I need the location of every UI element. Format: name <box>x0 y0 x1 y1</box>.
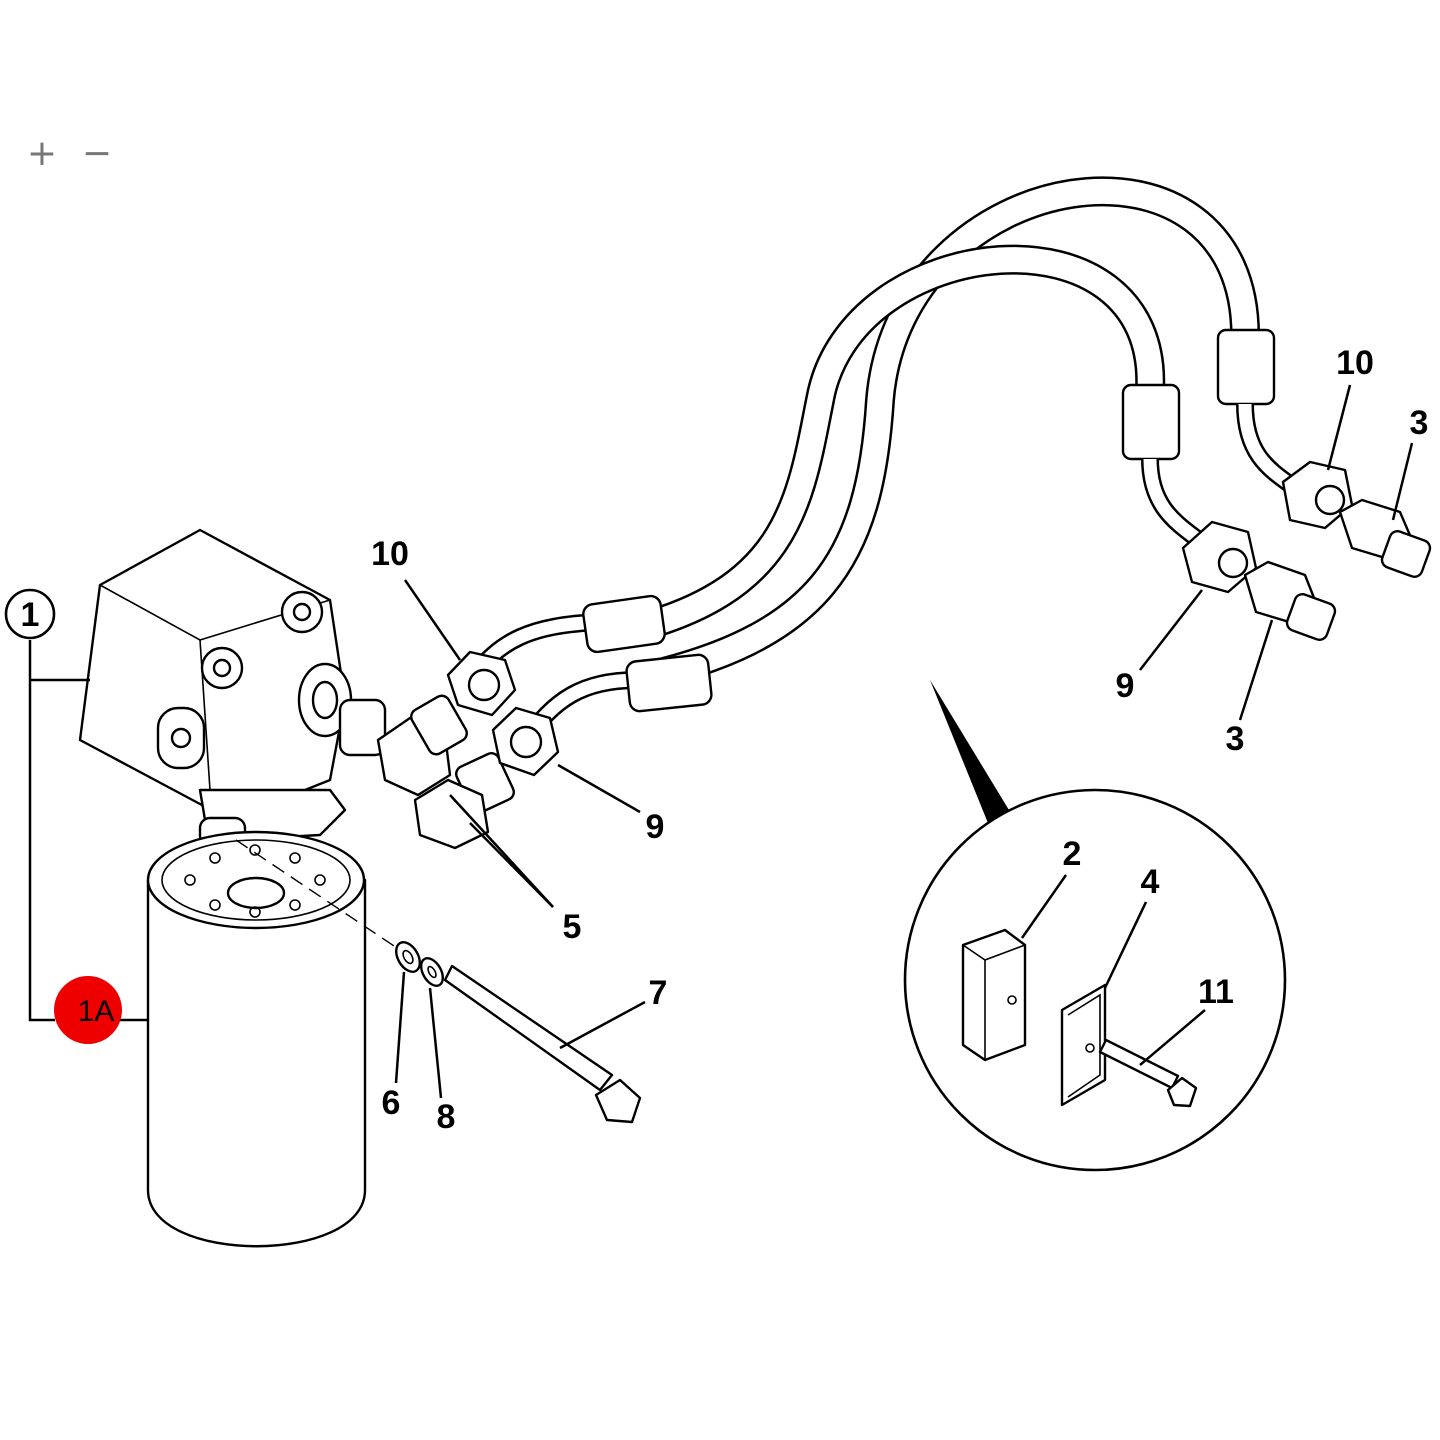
callout-labels: 1 1A 10 9 5 7 6 8 10 3 9 3 2 4 11 <box>4 344 1429 1136</box>
callout-4[interactable]: 4 <box>1141 863 1160 901</box>
callout-10-left[interactable]: 10 <box>371 535 409 573</box>
leader-lines <box>28 384 1414 1099</box>
callout-7[interactable]: 7 <box>649 974 668 1012</box>
callout-5[interactable]: 5 <box>563 908 582 946</box>
callout-10-right[interactable]: 10 <box>1336 344 1374 382</box>
zoom-out-button[interactable]: − <box>75 132 119 176</box>
filter-head <box>78 528 353 848</box>
zoom-in-button[interactable]: + <box>20 132 64 176</box>
callout-3-lower[interactable]: 3 <box>1226 720 1245 758</box>
callout-8[interactable]: 8 <box>437 1098 456 1136</box>
callout-1[interactable]: 1 <box>21 596 40 634</box>
clamp-detail-inset <box>903 680 1287 1172</box>
callout-9-left[interactable]: 9 <box>646 808 665 846</box>
filter-canister <box>146 830 367 1248</box>
right-fittings <box>1181 460 1432 641</box>
callout-2[interactable]: 2 <box>1063 835 1082 873</box>
connector-block <box>338 650 560 850</box>
callout-3-upper[interactable]: 3 <box>1410 404 1429 442</box>
callout-1-circle <box>4 588 56 640</box>
callout-1a-highlight <box>54 976 122 1044</box>
callout-11[interactable]: 11 <box>1198 973 1234 1011</box>
callout-1a[interactable]: 1A <box>78 995 115 1028</box>
callout-6[interactable]: 6 <box>382 1084 401 1122</box>
washers-and-bolt <box>235 839 642 1124</box>
callout-9-right[interactable]: 9 <box>1116 667 1135 705</box>
hoses <box>462 176 1301 746</box>
